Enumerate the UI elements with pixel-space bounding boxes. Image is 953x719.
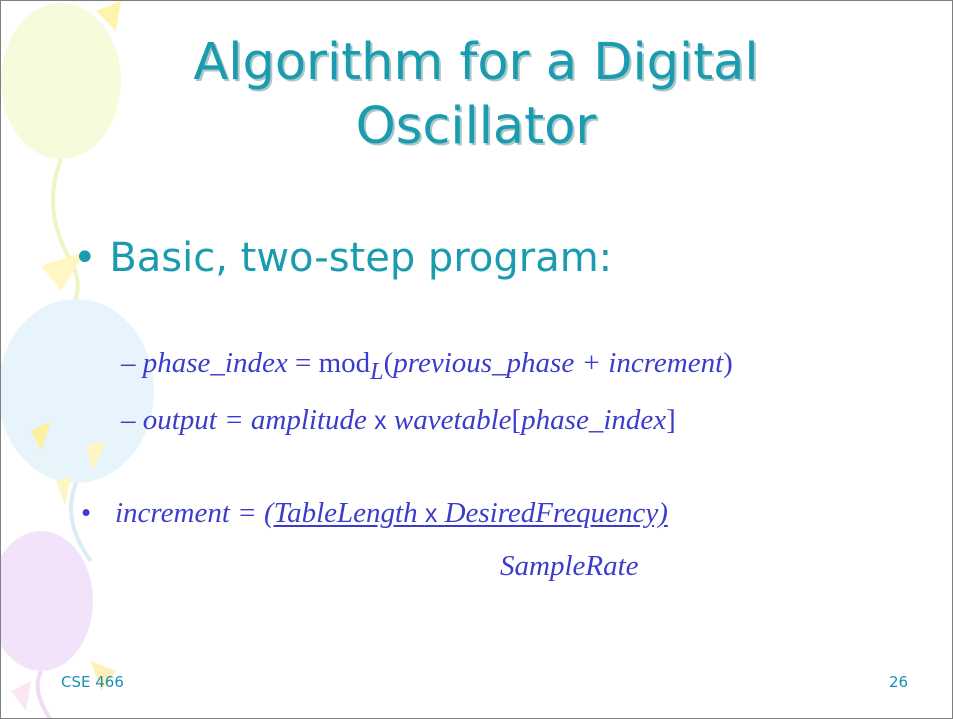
increment-lhs: increment =: [115, 497, 264, 529]
increment-denominator: SampleRate: [500, 550, 639, 582]
footer-page-number: 26: [889, 673, 909, 691]
mod-function: mod: [318, 347, 371, 379]
dash: –: [121, 347, 143, 379]
wavetable-term: wavetable: [393, 404, 512, 436]
confetti-shape: [86, 441, 106, 471]
footer-course: CSE 466: [61, 673, 124, 691]
main-bullet: • Basic, two-step program:: [73, 235, 613, 281]
index-term: phase_index: [521, 404, 667, 436]
increment-formula: • increment = (TableLength x DesiredFrequ…: [81, 495, 668, 532]
blue-balloon: [1, 299, 154, 483]
balloon-string: [69, 482, 93, 563]
confetti-shape: [96, 1, 121, 31]
dash: –: [121, 404, 143, 436]
confetti-shape: [31, 421, 51, 451]
formula-argument: previous_phase + increment: [393, 347, 724, 379]
confetti-shape: [91, 661, 116, 691]
close-bracket: ]: [666, 404, 676, 436]
step-one-formula: – phase_index = modL(previous_phase + in…: [121, 345, 733, 390]
equals-sign: =: [287, 347, 319, 379]
confetti-shape: [56, 476, 71, 506]
numerator-part2: DesiredFrequency): [444, 497, 668, 529]
open-paren: (: [383, 347, 394, 379]
confetti-shape: [41, 251, 86, 291]
balloon-string: [35, 670, 53, 718]
step-two-formula: – output = amplitude x wavetable[phase_i…: [121, 402, 676, 439]
formula-lhs: phase_index: [142, 347, 288, 379]
yellow-balloon: [1, 3, 121, 159]
close-paren: ): [723, 347, 733, 379]
open-bracket: [: [511, 404, 522, 436]
formula-lhs: output = amplitude: [142, 404, 367, 436]
mod-subscript: L: [370, 357, 384, 385]
numerator-part1: (TableLength: [263, 497, 418, 529]
main-bullet-text: Basic, two-step program:: [109, 235, 613, 281]
increment-bullet: •: [81, 497, 92, 529]
purple-balloon: [1, 531, 93, 671]
times-symbol: x: [374, 407, 387, 435]
slide-title: Algorithm for a Digital Oscillator: [193, 33, 759, 156]
times-symbol: x: [424, 500, 438, 528]
confetti-shape: [11, 681, 31, 711]
